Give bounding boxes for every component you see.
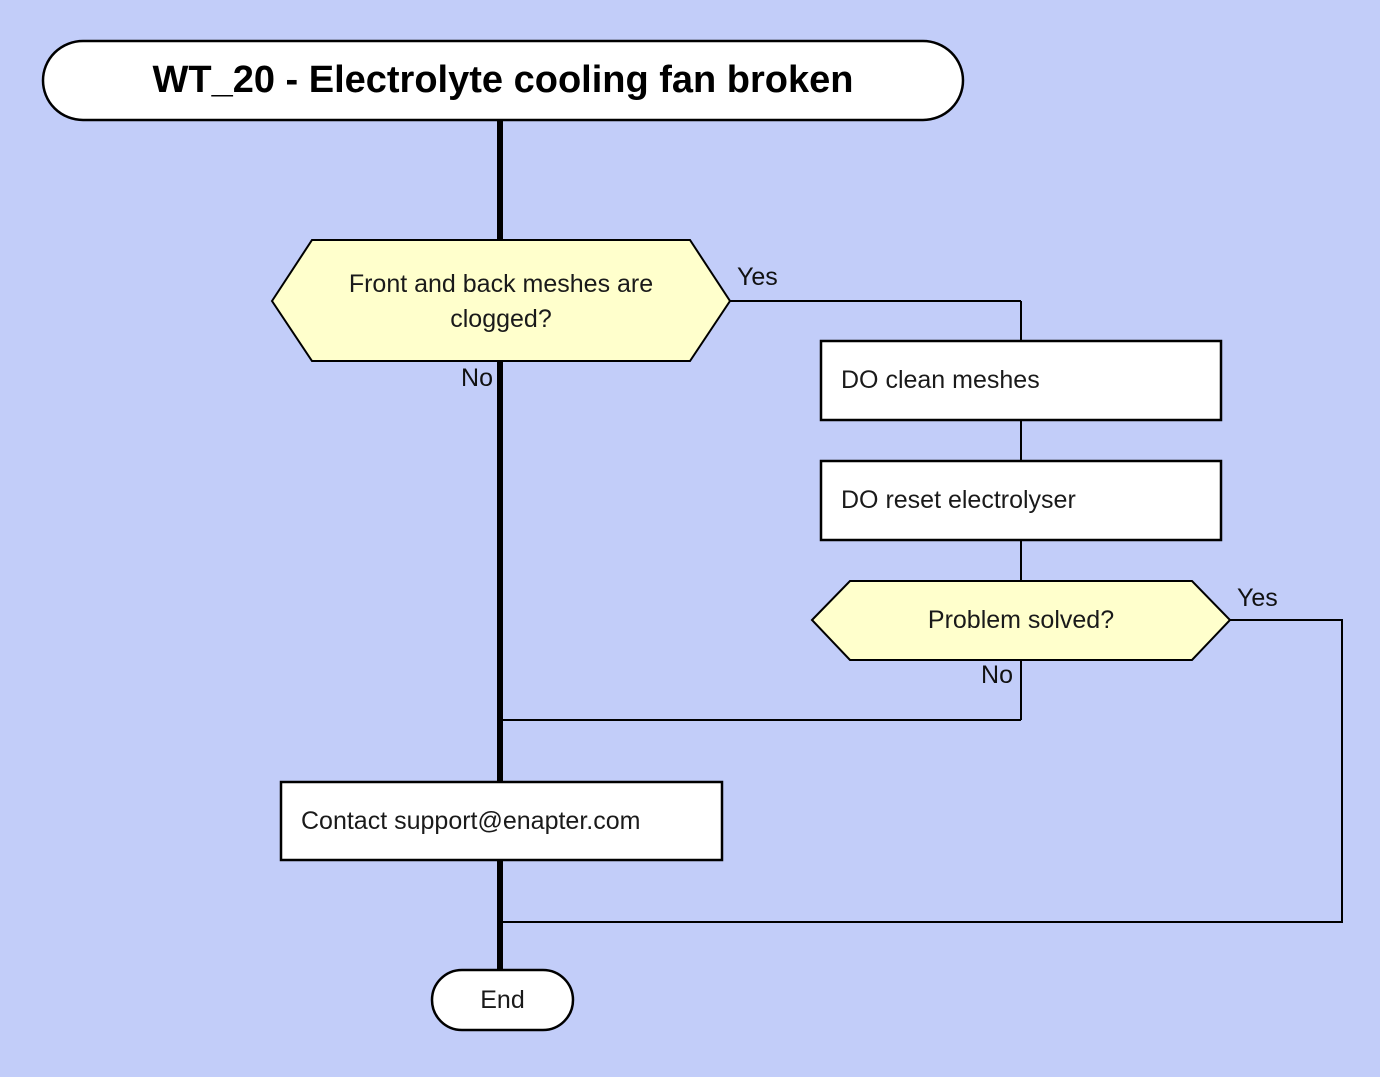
window-bottom-edge	[0, 1077, 1380, 1080]
decision-meshes-clogged-label: Front and back meshes are clogged?	[272, 252, 730, 352]
process-clean-meshes-shape	[819, 339, 1223, 422]
process-contact-support-shape	[279, 780, 724, 862]
decision-problem-solved-shape	[810, 580, 1232, 661]
end-node-label: End	[480, 985, 525, 1014]
process-reset-electrolyser-shape	[819, 459, 1223, 542]
end-node-shape	[430, 968, 575, 1032]
edge-label-meshes-no: No	[461, 364, 493, 392]
process-reset-electrolyser-label: DO reset electrolyser	[841, 486, 1076, 514]
flowchart-title: WT_20 - Electrolyte cooling fan broken	[152, 59, 854, 101]
edge-problem-yes-return	[503, 619, 1343, 923]
edge-label-meshes-yes: Yes	[737, 263, 778, 291]
decision-meshes-clogged-line1: Front and back meshes are	[348, 270, 654, 298]
start-node-shape	[41, 39, 965, 122]
process-contact-support-label: Contact support@enapter.com	[301, 806, 641, 835]
edge-label-problem-yes: Yes	[1237, 584, 1278, 612]
decision-meshes-clogged-line2: clogged?	[450, 305, 552, 333]
process-clean-meshes-label: DO clean meshes	[841, 366, 1040, 394]
decision-problem-solved-label: Problem solved?	[927, 606, 1115, 634]
edge-label-problem-no: No	[981, 661, 1013, 689]
decision-meshes-clogged-shape	[270, 239, 732, 362]
